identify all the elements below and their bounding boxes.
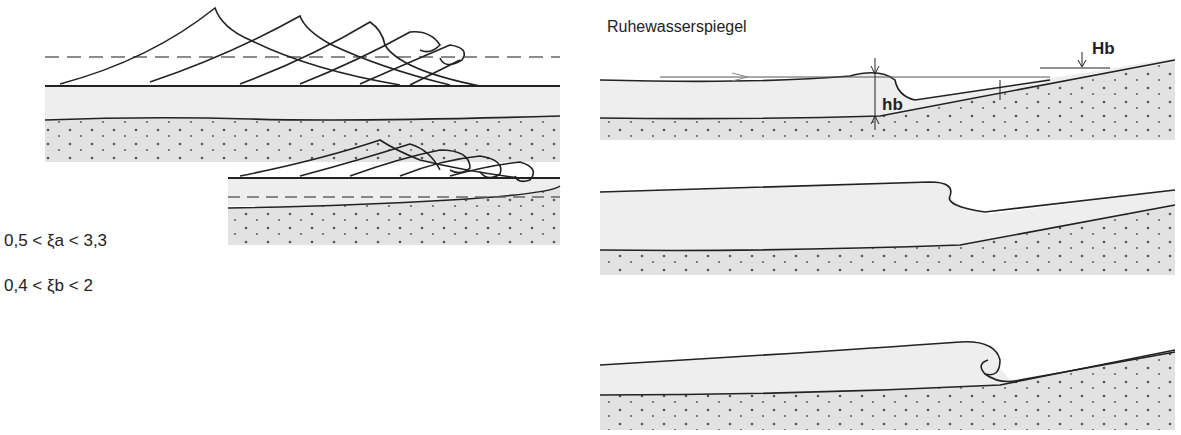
breaker-height-label: Hb [1092,40,1115,59]
iribarren-range-b: 0,4 < ξb < 2 [4,277,93,296]
water-level-label: Ruhewasserspiegel [607,18,747,36]
breaker-depth-label: hb [882,96,903,115]
iribarren-range-a: 0,5 < ξa < 3,3 [4,232,107,251]
